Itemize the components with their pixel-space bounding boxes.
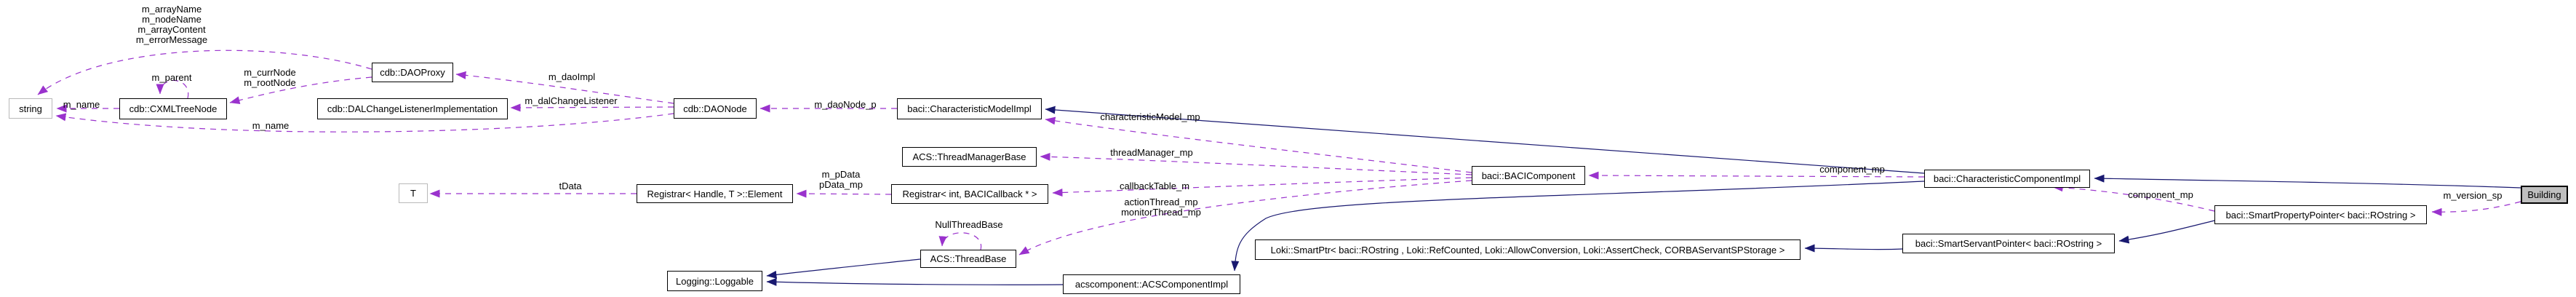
inherit-smartservant-to-lokismartptr [1804,244,1903,253]
inherit-threadbase-to-loggable [766,258,921,279]
node-baci-smartservantpointer-label: baci::SmartServantPointer< baci::ROstrin… [1915,238,2102,249]
label-component-mp-charcomponent: component_mp [2128,189,2193,200]
edge-bacicomponent-to-threadbase [1018,180,1472,256]
node-baci-smartservantpointer[interactable]: baci::SmartServantPointer< baci::ROstrin… [1902,234,2115,253]
node-acs-threadbase-label: ACS::ThreadBase [930,253,1007,264]
label-tdata: tData [559,181,582,191]
edge-daonode-to-dalchangelistener [510,103,674,112]
node-acs-threadmanagerbase-label: ACS::ThreadManagerBase [912,151,1026,162]
edge-daoproxy-to-cxmltreenode [229,76,372,105]
node-baci-characteristiccomponentimpl-label: baci::CharacteristicComponentImpl [1933,173,2081,184]
edge-daonode-to-string-m-name [55,113,674,132]
label-m-daoimpl: m_daoImpl [548,71,596,82]
node-cdb-daoproxy-label: cdb::DAOProxy [380,67,445,78]
edge-daonode-to-daoproxy-m-daoimpl [455,71,674,104]
node-baci-bacicomponent[interactable]: baci::BACIComponent [1472,166,1585,185]
node-registrar-int-bacicallback[interactable]: Registrar< int, BACICallback * > [891,184,1048,204]
inherit-charcomponent-to-acscomponent [1231,181,1925,272]
node-cdb-cxmltreenode[interactable]: cdb::CXMLTreeNode [119,98,227,119]
node-baci-characteristicmodelimpl-label: baci::CharacteristicModelImpl [907,103,1032,114]
inherit-building-to-charcomponent [2094,174,2521,189]
edge-bacicomponent-to-registrar-int [1052,177,1472,197]
node-cdb-daoproxy[interactable]: cdb::DAOProxy [372,63,453,82]
node-cdb-dalchangelistenerimplementation[interactable]: cdb::DALChangeListenerImplementation [317,98,508,119]
node-logging-loggable-label: Logging::Loggable [676,275,754,287]
node-loki-smartptr[interactable]: Loki::SmartPtr< baci::ROstring , Loki::R… [1255,239,1801,260]
node-logging-loggable[interactable]: Logging::Loggable [667,271,762,291]
label-m-name-cxml: m_name [63,99,100,110]
label-m-currnode-rootnode: m_currNode m_rootNode [244,67,296,88]
label-characteristicmodel-mp: characteristicModel_mp [1100,111,1200,122]
label-threadmanager-mp: threadManager_mp [1110,147,1193,158]
node-t[interactable]: T [399,183,428,203]
label-component-mp-bacicomponent: component_mp [1819,164,1885,175]
label-m-daonode-p: m_daoNode_p [814,99,877,110]
label-actionthread-monitorthread: actionThread_mp monitorThread_mp [1121,197,1201,218]
node-acs-threadbase[interactable]: ACS::ThreadBase [920,250,1016,268]
edge-bacicomponent-to-threadmanager [1040,152,1472,175]
edge-threadbase-self-nullthreadbase [938,232,981,250]
node-baci-smartpropertypointer-label: baci::SmartPropertyPointer< baci::ROstri… [2225,209,2416,221]
node-acscomponent-acscomponentimpl[interactable]: acscomponent::ACSComponentImpl [1063,274,1240,294]
node-acs-threadmanagerbase[interactable]: ACS::ThreadManagerBase [902,147,1037,167]
node-registrar-int-bacicallback-label: Registrar< int, BACICallback * > [902,189,1037,199]
label-daoproxy-string-members: m_arrayName m_nodeName m_arrayContent m_… [135,4,208,45]
inherit-acscomponent-to-loggable [766,277,1064,286]
node-baci-smartpropertypointer[interactable]: baci::SmartPropertyPointer< baci::ROstri… [2214,205,2427,224]
node-registrar-handle-t-element[interactable]: Registrar< Handle, T >::Element [637,184,793,203]
label-m-name-daonode: m_name [252,120,290,131]
node-baci-characteristiccomponentimpl[interactable]: baci::CharacteristicComponentImpl [1924,170,2090,188]
node-registrar-handle-t-element-label: Registrar< Handle, T >::Element [647,188,783,199]
node-cdb-cxmltreenode-label: cdb::CXMLTreeNode [129,103,218,114]
edge-bacicomponent-to-charmodel [1045,116,1472,173]
node-cdb-daonode-label: cdb::DAONode [683,103,747,114]
edge-cxmltreenode-self-m-parent [156,79,189,99]
node-cdb-daonode[interactable]: cdb::DAONode [674,98,757,119]
node-building-label: Building [2527,189,2561,200]
label-callbacktable-m: callbackTable_m [1119,181,1190,191]
node-baci-characteristicmodelimpl[interactable]: baci::CharacteristicModelImpl [897,98,1042,119]
node-string[interactable]: string [9,98,52,119]
label-m-version-sp: m_version_sp [2443,190,2503,201]
node-baci-bacicomponent-label: baci::BACIComponent [1481,170,1576,181]
label-nullthreadbase: NullThreadBase [935,219,1003,230]
label-m-dalchangelistener: m_dalChangeListener [525,95,618,106]
node-cdb-dalchangelistener-label: cdb::DALChangeListenerImplementation [327,103,498,114]
edge-daoproxy-to-string-members [37,50,372,95]
label-m-parent: m_parent [151,72,192,83]
inherit-smartproperty-to-smartservant [2118,220,2215,244]
label-m-pdata-pdata-mp: m_pData pData_mp [819,169,863,190]
edge-charcomponent-to-bacicomponent [1588,171,1925,180]
node-t-label: T [410,188,416,199]
node-acscomponent-acscomponentimpl-label: acscomponent::ACSComponentImpl [1074,279,1229,290]
node-building[interactable]: Building [2521,186,2568,204]
node-string-label: string [19,103,42,114]
node-loki-smartptr-label: Loki::SmartPtr< baci::ROstring , Loki::R… [1270,244,1785,256]
edge-smartproperty-to-charcomponent [2052,183,2215,212]
edge-building-to-smartproperty [2431,201,2521,216]
